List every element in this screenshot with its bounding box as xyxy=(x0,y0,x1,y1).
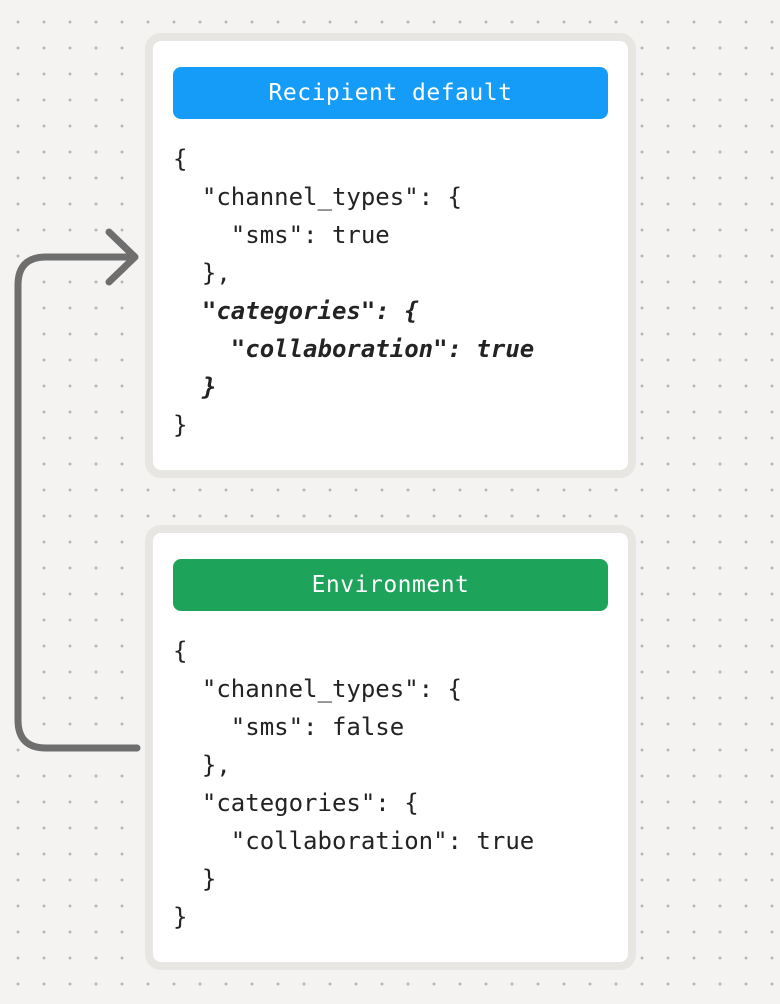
card-recipient-default: Recipient default { "channel_types": { "… xyxy=(145,33,636,478)
recipient-default-code: { "channel_types": { "sms": true }, "cat… xyxy=(173,140,628,444)
environment-header: Environment xyxy=(173,559,608,611)
code-line: "collaboration": true xyxy=(173,335,535,363)
code-line: } xyxy=(173,865,217,893)
code-line: { xyxy=(173,145,188,173)
code-line: "categories": { xyxy=(173,789,419,817)
code-line: "channel_types": { xyxy=(173,183,462,211)
code-line: "channel_types": { xyxy=(173,675,462,703)
recipient-default-header: Recipient default xyxy=(173,67,608,119)
code-line: "categories": { xyxy=(173,297,419,325)
environment-code: { "channel_types": { "sms": false }, "ca… xyxy=(173,632,628,936)
code-line: }, xyxy=(173,751,231,779)
flow-arrow-head xyxy=(105,228,139,286)
card-environment: Environment { "channel_types": { "sms": … xyxy=(145,525,636,970)
code-line: } xyxy=(173,373,217,401)
code-line: } xyxy=(173,903,188,931)
flow-arrow-path xyxy=(14,253,141,752)
code-line: "sms": true xyxy=(173,221,390,249)
code-line: "sms": false xyxy=(173,713,405,741)
code-line: } xyxy=(173,411,188,439)
code-line: { xyxy=(173,637,188,665)
code-line: "collaboration": true xyxy=(173,827,535,855)
code-line: }, xyxy=(173,259,231,287)
